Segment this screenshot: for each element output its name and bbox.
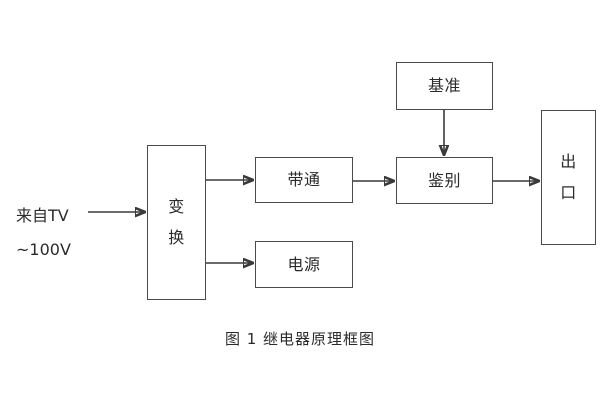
block-power-supply[interactable]: 电源 — [255, 241, 353, 288]
block-discriminator[interactable]: 鉴别 — [396, 157, 493, 204]
block-reference-label: 基准 — [427, 76, 461, 95]
block-reference[interactable]: 基准 — [396, 62, 493, 110]
block-bandpass-label: 带通 — [287, 170, 321, 189]
block-output[interactable]: 出 口 — [541, 110, 596, 245]
input-source-label-line2: ~100V — [16, 240, 71, 259]
figure-caption: 图 1 继电器原理框图 — [224, 330, 376, 348]
input-source-label-line1: 来自TV — [16, 206, 69, 225]
block-discriminator-label: 鉴别 — [427, 170, 461, 190]
block-output-label: 出 口 — [560, 152, 577, 202]
block-transform-label: 变 换 — [168, 197, 185, 247]
block-power-supply-label: 电源 — [287, 254, 321, 274]
block-transform[interactable]: 变 换 — [147, 145, 206, 300]
block-bandpass[interactable]: 带通 — [255, 157, 353, 203]
